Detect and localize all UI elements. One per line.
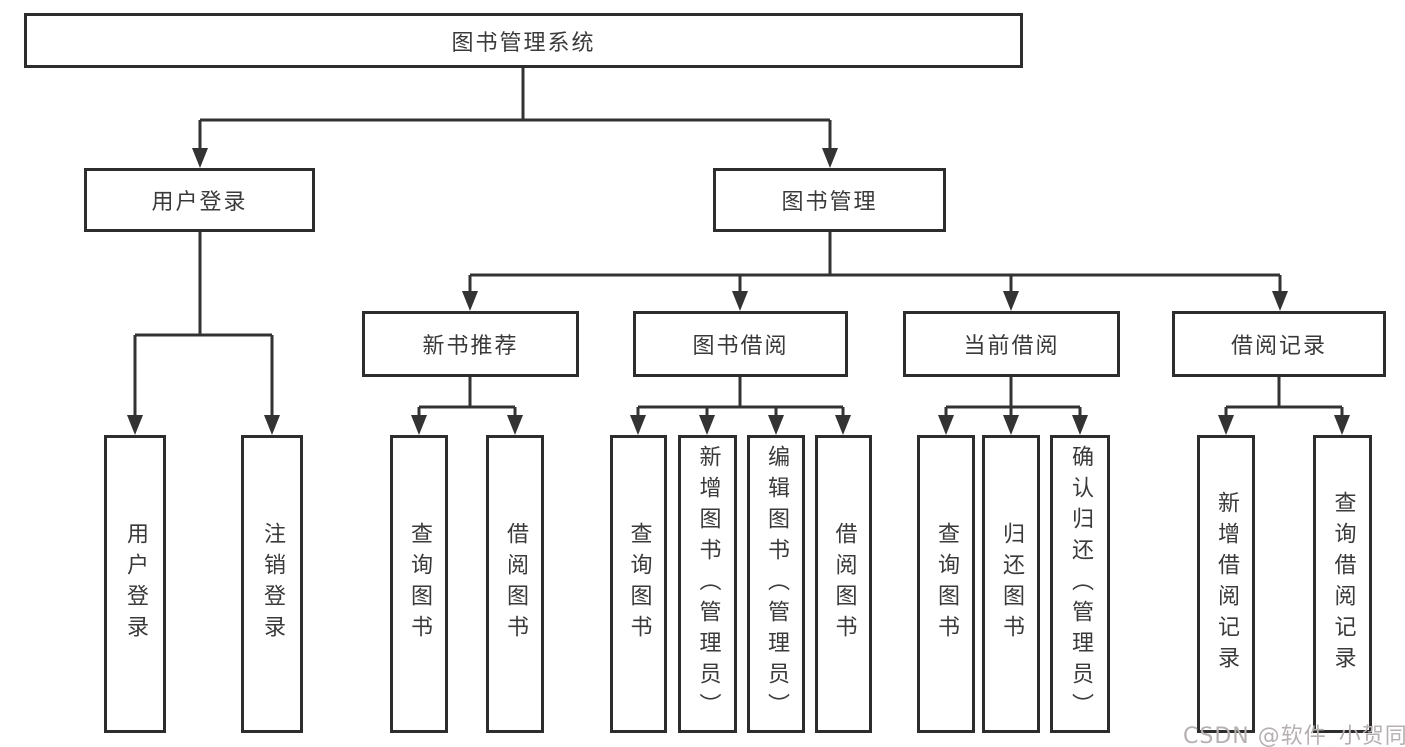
arrowhead-icons — [127, 148, 1350, 435]
node-borrowing-records: 借阅记录 — [1172, 311, 1386, 377]
leaf-current-return-books: 归还图书 — [982, 435, 1040, 733]
leaf-label: 借阅图书 — [831, 522, 857, 646]
leaf-label: 查询图书 — [407, 522, 432, 646]
leaf-label: 新增图书（管理员） — [695, 444, 721, 724]
leaf-newbook-query-books: 查询图书 — [390, 435, 448, 733]
node-current-borrowing: 当前借阅 — [903, 311, 1120, 377]
leaf-borrowing-borrow-books: 借阅图书 — [815, 435, 872, 733]
leaf-borrowing-add-books-admin: 新增图书（管理员） — [678, 435, 737, 733]
leaf-current-confirm-return-admin: 确认归还（管理员） — [1050, 435, 1110, 733]
node-root: 图书管理系统 — [24, 13, 1023, 68]
leaf-logout: 注销登录 — [241, 435, 303, 733]
leaf-label: 新增借阅记录 — [1214, 491, 1239, 677]
leaf-label: 确认归还（管理员） — [1068, 444, 1093, 724]
leaf-label: 查询图书 — [626, 522, 652, 646]
node-new-book-recommend: 新书推荐 — [362, 311, 579, 377]
watermark: CSDN @软件_小贺同学 — [1183, 724, 1405, 747]
leaf-borrowing-query-books: 查询图书 — [610, 435, 667, 733]
leaf-label: 注销登录 — [260, 522, 285, 646]
leaf-label: 归还图书 — [999, 522, 1024, 646]
leaf-label: 查询图书 — [934, 522, 959, 646]
leaf-user-login: 用户登录 — [104, 435, 166, 733]
leaf-records-query-record: 查询借阅记录 — [1313, 435, 1372, 733]
node-user-login: 用户登录 — [84, 168, 315, 232]
leaf-borrowing-edit-books-admin: 编辑图书（管理员） — [747, 435, 805, 733]
leaf-records-add-record: 新增借阅记录 — [1197, 435, 1255, 733]
leaf-label: 用户登录 — [123, 522, 148, 646]
leaf-label: 借阅图书 — [503, 522, 528, 646]
leaf-current-query-books: 查询图书 — [917, 435, 975, 733]
node-book-management: 图书管理 — [713, 168, 946, 232]
leaf-label: 查询借阅记录 — [1330, 491, 1356, 677]
node-book-borrowing: 图书借阅 — [633, 311, 848, 377]
leaf-label: 编辑图书（管理员） — [764, 444, 789, 724]
leaf-newbook-borrow-books: 借阅图书 — [486, 435, 544, 733]
